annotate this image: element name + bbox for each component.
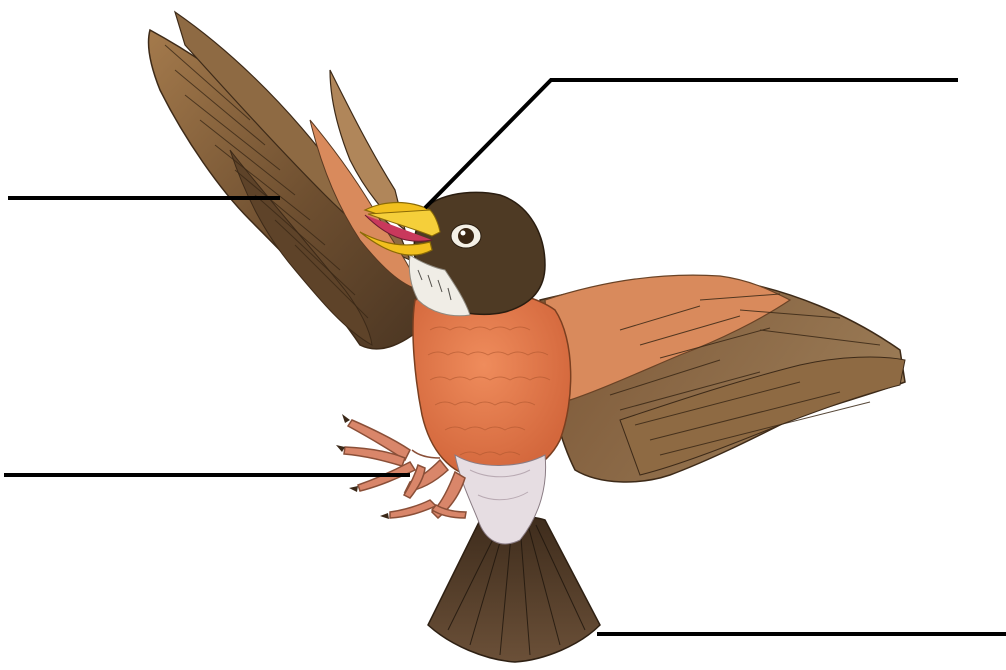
eye [458, 228, 474, 244]
right-wing [540, 275, 905, 482]
beak-leader-line [425, 80, 958, 208]
left-wing [148, 12, 430, 349]
